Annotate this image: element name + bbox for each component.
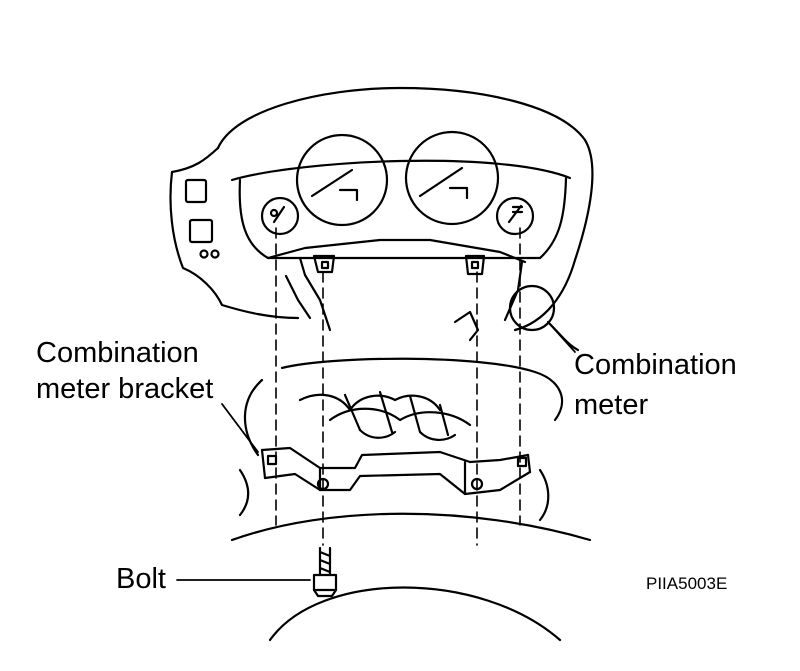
figure-code: PIIA5003E [646, 574, 728, 593]
bracket-label-line1: Combination [36, 337, 199, 369]
bracket-label-line2: meter bracket [36, 373, 214, 405]
meter-label-line1: Combination [574, 349, 737, 381]
combination-meter-bracket [230, 357, 592, 642]
leader-lines [176, 321, 576, 581]
bolt-label: Bolt [116, 563, 166, 595]
bolt [312, 546, 338, 598]
meter-label-line2: meter [574, 389, 649, 421]
alignment-lines [275, 227, 521, 546]
combination-meter [169, 86, 594, 352]
